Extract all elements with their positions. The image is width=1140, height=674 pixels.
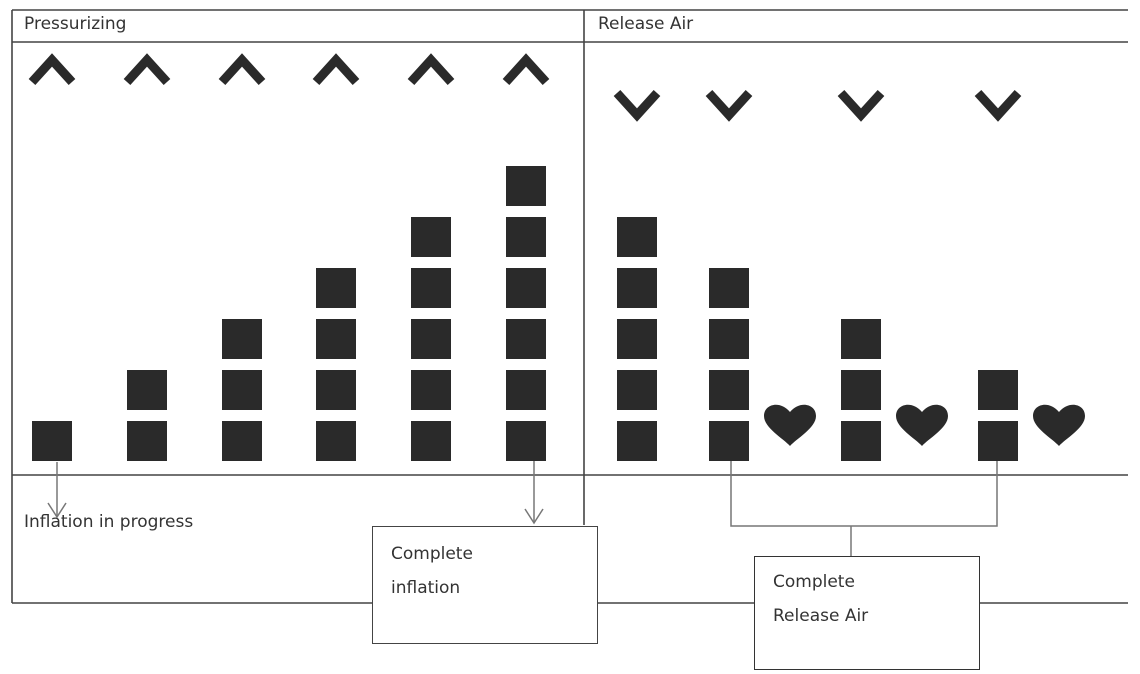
- pressure-block: [506, 319, 546, 359]
- pressure-block: [316, 319, 356, 359]
- bracket-release-air: [730, 444, 998, 527]
- pressure-block: [411, 217, 451, 257]
- release-block: [617, 421, 657, 461]
- chevron-up-icon: [218, 53, 266, 86]
- release-block: [617, 370, 657, 410]
- pressure-block: [411, 421, 451, 461]
- chevron-down-icon: [974, 89, 1022, 122]
- chevron-up-icon: [123, 53, 171, 86]
- label-inflation-in-progress: Inflation in progress: [24, 512, 194, 532]
- arrows: [47, 444, 998, 556]
- panel-title-release-air: Release Air: [598, 14, 694, 34]
- release-block: [978, 421, 1018, 461]
- pressure-block: [222, 319, 262, 359]
- chevron-down-icon: [705, 89, 753, 122]
- complete-release-air-line-2: Release Air: [773, 606, 869, 626]
- pressure-block: [506, 370, 546, 410]
- pressure-block: [506, 268, 546, 308]
- complete-inflation-line-1: Complete: [391, 544, 473, 564]
- chevron-up-icon: [312, 53, 360, 86]
- pressure-block: [506, 166, 546, 206]
- pressure-block: [506, 217, 546, 257]
- release-block: [841, 421, 881, 461]
- chevron-up-icon: [502, 53, 550, 86]
- complete-inflation-line-2: inflation: [391, 578, 461, 598]
- release-block: [709, 370, 749, 410]
- release-block: [841, 370, 881, 410]
- release-block: [978, 370, 1018, 410]
- pressure-block: [411, 268, 451, 308]
- chevron-down-icon: [837, 89, 885, 122]
- release-block: [709, 421, 749, 461]
- pressure-block: [127, 421, 167, 461]
- complete-inflation-box: Complete inflation: [372, 526, 598, 644]
- release-block: [841, 319, 881, 359]
- chevron-up-icon: [28, 53, 76, 86]
- pressure-block: [316, 421, 356, 461]
- chevron-up-icon: [407, 53, 455, 86]
- heart-icon: [1033, 404, 1085, 446]
- pressure-block: [506, 421, 546, 461]
- pressure-block: [316, 268, 356, 308]
- release-block: [709, 268, 749, 308]
- release-block: [617, 268, 657, 308]
- marks: [28, 53, 1085, 461]
- release-block: [709, 319, 749, 359]
- pressure-block: [222, 370, 262, 410]
- heart-icon: [764, 404, 816, 446]
- pressure-block: [127, 370, 167, 410]
- panel-title-pressurizing: Pressurizing: [24, 14, 127, 34]
- frame: [11, 9, 1128, 604]
- heart-icon: [896, 404, 948, 446]
- chevron-down-icon: [613, 89, 661, 122]
- release-block: [617, 217, 657, 257]
- pressure-block: [222, 421, 262, 461]
- pressure-block: [316, 370, 356, 410]
- pressure-block: [32, 421, 72, 461]
- complete-release-air-line-1: Complete: [773, 572, 855, 592]
- release-block: [617, 319, 657, 359]
- pressure-block: [411, 370, 451, 410]
- complete-release-air-box: Complete Release Air: [754, 556, 980, 670]
- pressure-block: [411, 319, 451, 359]
